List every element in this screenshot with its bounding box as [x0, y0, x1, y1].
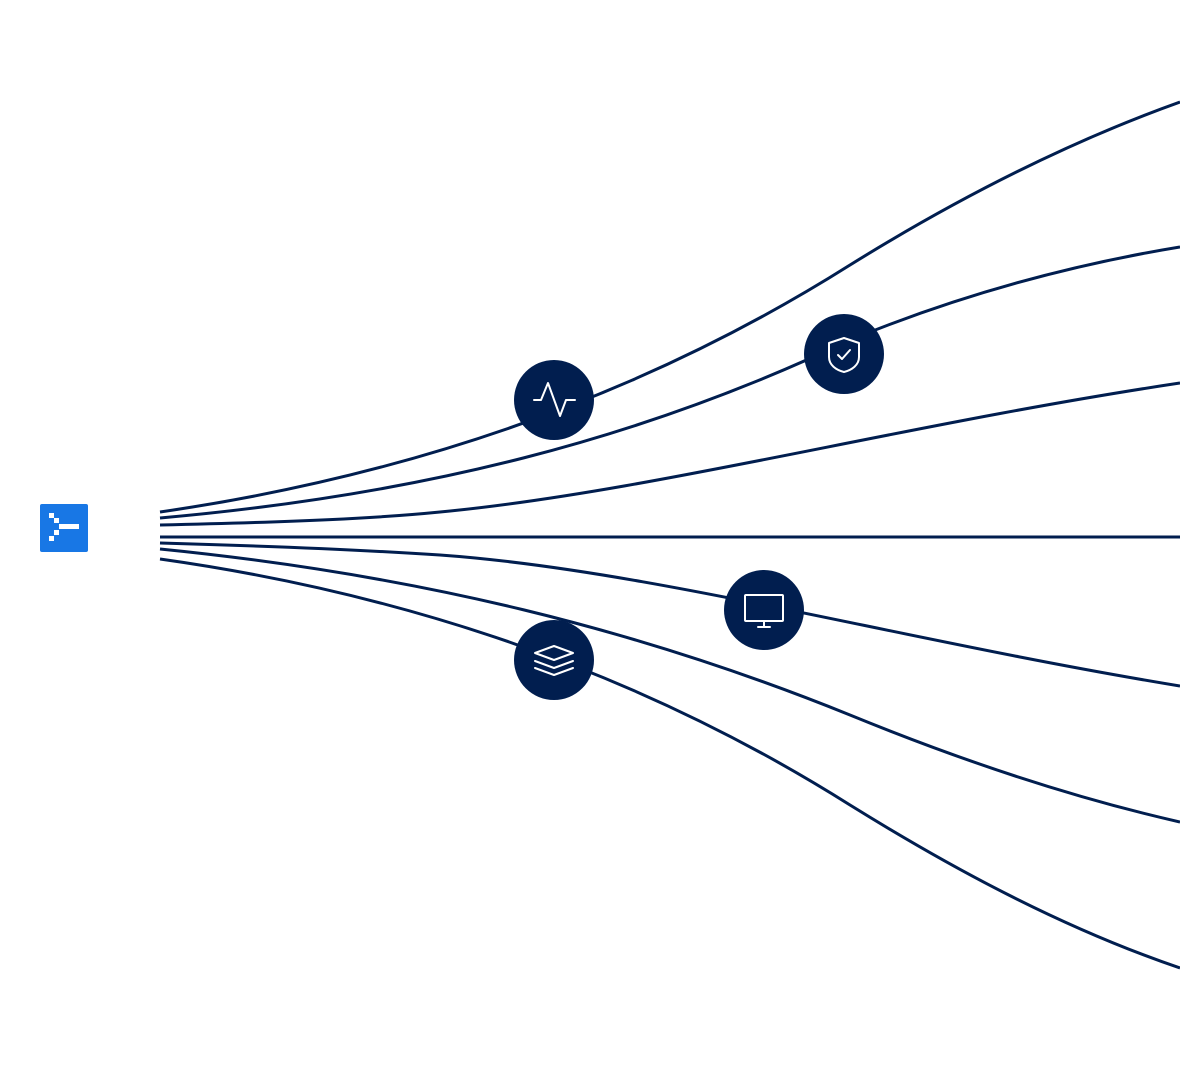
node-layers[interactable] — [514, 620, 594, 700]
shield-check-icon — [828, 337, 860, 373]
layers-icon — [534, 645, 574, 676]
node-shield[interactable] — [804, 314, 884, 394]
flow-line-6 — [159, 547, 1180, 824]
flow-line-7 — [159, 557, 1180, 970]
source-node[interactable] — [40, 504, 88, 552]
node-pulse[interactable] — [514, 360, 594, 440]
flow-line-2 — [159, 245, 1180, 520]
monitor-icon — [744, 594, 784, 628]
flow-line-1 — [159, 100, 1180, 514]
terminal-prompt-icon — [49, 513, 79, 541]
pulse-icon — [533, 382, 576, 417]
node-monitor[interactable] — [724, 570, 804, 650]
flow-line-3 — [159, 381, 1180, 527]
flow-lines — [159, 100, 1180, 970]
flow-line-5 — [159, 541, 1180, 688]
